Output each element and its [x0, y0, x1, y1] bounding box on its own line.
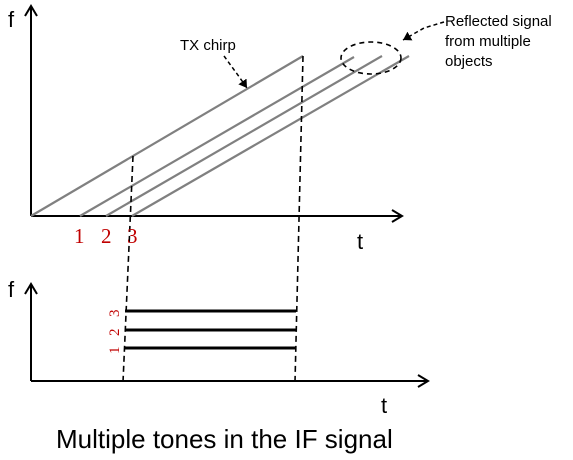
reflected-signal-label-line-1: Reflected signal: [445, 13, 552, 30]
tone-label-3: 3: [107, 310, 123, 318]
top-plot: f t TX chirp Reflected signal from multi…: [8, 4, 552, 383]
bottom-plot: 1 2 3 f t: [8, 277, 430, 418]
reflected-callout-arrow: [402, 21, 445, 41]
reflected-signal-label-line-2: from multiple: [445, 33, 531, 50]
reflected-chirp-line-2: [105, 55, 383, 217]
tone-label-2: 2: [107, 329, 123, 337]
tx-chirp-line: [30, 55, 304, 217]
bottom-y-axis-label: f: [8, 277, 15, 302]
top-y-axis-label: f: [8, 7, 15, 32]
reflected-signal-ellipse: [340, 41, 402, 75]
bottom-x-axis-label: t: [381, 393, 387, 418]
start-marker-2: 2: [101, 224, 112, 248]
start-marker-3: 3: [127, 224, 138, 248]
tone-label-1: 1: [107, 347, 123, 355]
start-marker-1: 1: [74, 224, 85, 248]
reflected-signal-label-line-3: objects: [445, 53, 493, 70]
diagram-caption: Multiple tones in the IF signal: [56, 424, 393, 454]
tx-chirp-callout-arrow: [223, 55, 248, 89]
reflected-chirp-line-1: [79, 56, 355, 217]
top-x-axis-label: t: [357, 229, 363, 254]
tx-chirp-label: TX chirp: [180, 37, 236, 54]
reflected-chirp-line-3: [131, 55, 410, 217]
left-dashed-guide: [122, 155, 134, 383]
right-dashed-guide: [294, 55, 304, 383]
